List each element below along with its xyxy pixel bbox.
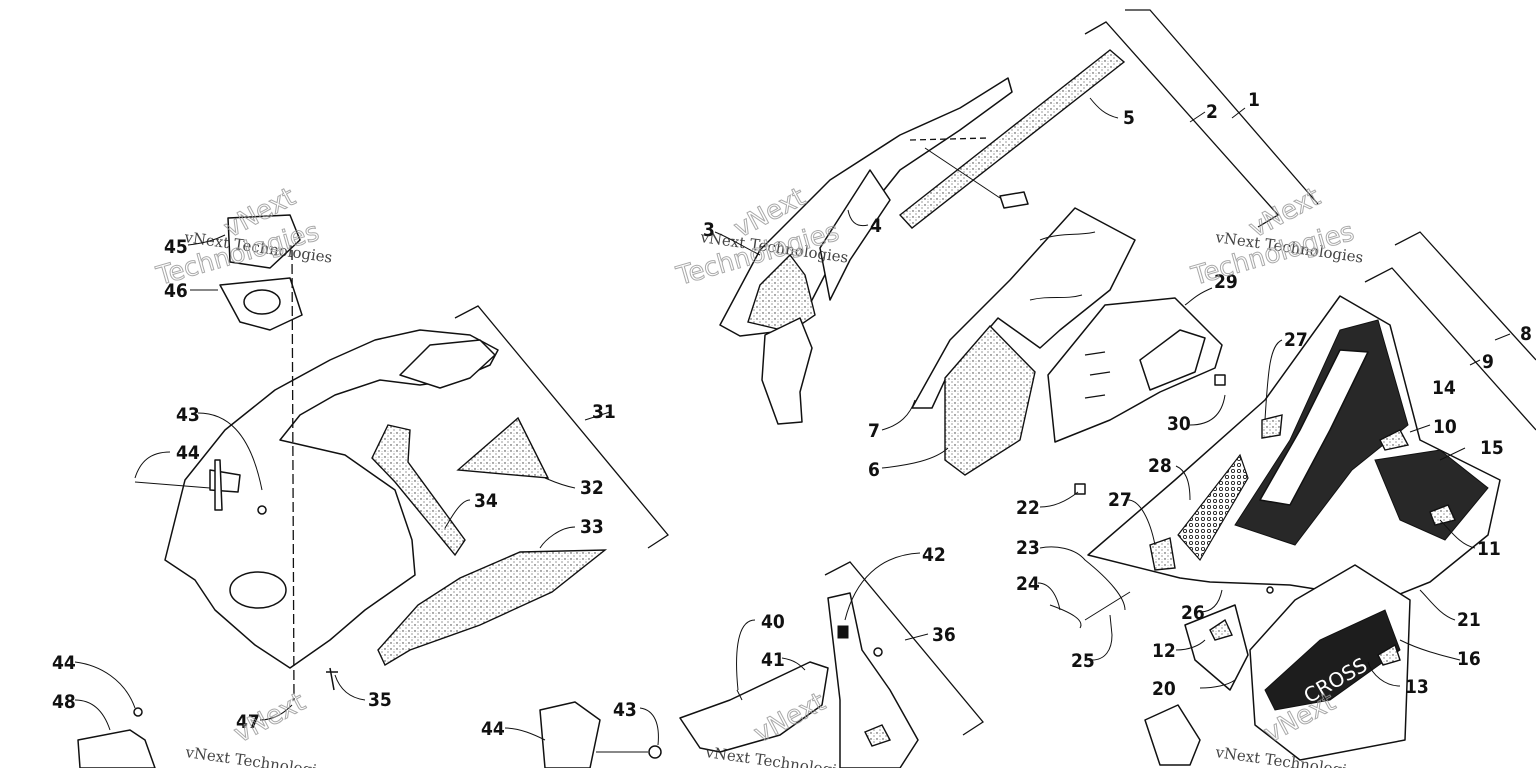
callout-44-bottom: 44 [481,718,505,740]
callout-27-lower: 27 [1108,489,1132,511]
callout-9: 9 [1482,351,1494,373]
callout-14: 14 [1432,377,1456,399]
svg-text:vNext Technologies: vNext Technologies [183,743,334,768]
callout-15: 15 [1480,437,1504,459]
callout-24: 24 [1016,573,1040,595]
callout-30: 30 [1167,413,1191,435]
callout-35: 35 [368,689,392,711]
callout-44-left: 44 [176,442,200,464]
svg-text:vNext: vNext [229,687,310,749]
callout-46: 46 [164,280,188,302]
callout-12: 12 [1152,640,1176,662]
callout-31: 31 [592,401,616,423]
callout-29: 29 [1214,271,1238,293]
callout-13: 13 [1405,676,1429,698]
callout-3: 3 [703,219,715,241]
lower-panel-assembly [679,592,919,768]
callout-34: 34 [474,490,498,512]
watermark-3: vNext vNext Technologies Technologies [1187,182,1364,293]
callout-4: 4 [870,215,882,237]
callout-36: 36 [932,624,956,646]
callout-40: 40 [761,611,785,633]
callout-41: 41 [761,649,785,671]
callout-1: 1 [1248,89,1260,111]
callout-2: 2 [1206,101,1218,123]
nose-panel-assembly: CROSS [1047,295,1501,766]
callout-43-bottom: 43 [613,699,637,721]
callout-10: 10 [1433,416,1457,438]
callout-7: 7 [868,420,880,442]
callout-21: 21 [1457,609,1481,631]
callout-32: 32 [580,477,604,499]
callout-23: 23 [1016,537,1040,559]
callout-48: 48 [52,691,76,713]
callout-25: 25 [1071,650,1095,672]
callout-45: 45 [164,236,188,258]
callout-labels: 1 2 3 5 4 6 7 8 9 10 11 12 13 14 15 16 2… [52,89,1532,740]
callout-16: 16 [1457,648,1481,670]
svg-text:vNext Technologies: vNext Technologies [703,743,854,768]
callout-11: 11 [1477,538,1501,560]
callout-22: 22 [1016,497,1040,519]
callout-6: 6 [868,459,880,481]
belly-pan-assembly [77,214,662,768]
callout-28: 28 [1148,455,1172,477]
callout-44-far-left: 44 [52,652,76,674]
hood-assembly [719,49,1136,476]
callout-8: 8 [1520,323,1532,345]
callout-47: 47 [236,711,260,733]
callout-26: 26 [1181,602,1205,624]
watermark-4: vNext vNext Technologies [183,687,334,768]
callout-42: 42 [922,544,946,566]
callout-33: 33 [580,516,604,538]
callout-43-left: 43 [176,404,200,426]
callout-27-upper: 27 [1284,329,1308,351]
group-brackets [454,9,1536,736]
leader-lines [74,97,1511,746]
callout-20: 20 [1152,678,1176,700]
callout-5: 5 [1123,107,1135,129]
watermark-1: vNext vNext Technologies Technologies [152,182,333,293]
